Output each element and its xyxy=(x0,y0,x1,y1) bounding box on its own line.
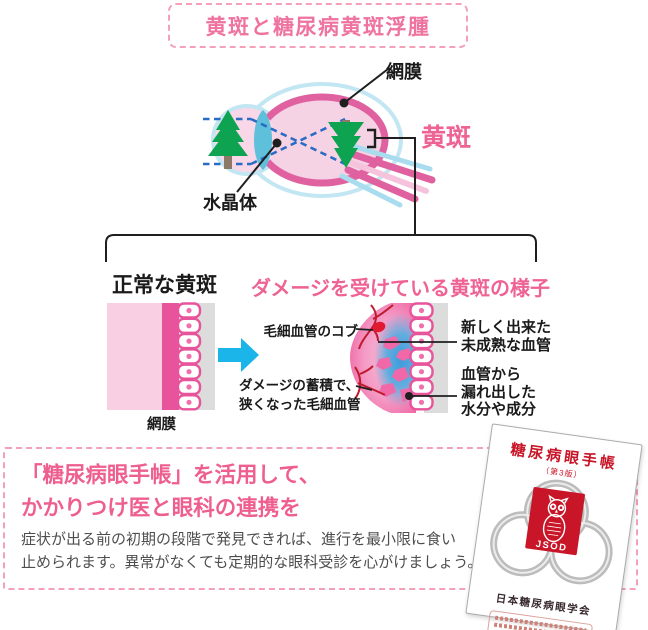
damaged-macula-diagram xyxy=(350,302,457,413)
jsod-logo-text: JSOD xyxy=(535,539,568,554)
lens-label: 水晶体 xyxy=(203,193,257,213)
capillary-bump-label: 毛細血管のコブ xyxy=(263,324,359,339)
eye-handbook-booklet: 糖尿病眼手帳 （第3版） JSO xyxy=(465,423,643,630)
macula-label: 黄斑 xyxy=(421,124,472,152)
normal-macula-diagram xyxy=(107,302,215,411)
advice-box: 「糖尿病眼手帳」を活用して、 かかりつけ医と眼科の連携を 症状が出る前の初期の段… xyxy=(3,447,638,590)
macula-connector-line xyxy=(375,137,416,235)
owl-icon xyxy=(542,494,569,543)
narrowed-label-line2: 狭くなった毛細血管 xyxy=(239,397,361,412)
capillary-bump-icon xyxy=(372,321,386,333)
optic-nerve-icon xyxy=(339,144,436,208)
advice-body-line1: 症状が出る前の初期の段階で発見できれば、進行を最小限に食い xyxy=(21,531,457,548)
panel-leader-lines xyxy=(355,328,457,397)
advice-body-line2: 止められます。異常がなくても定期的な眼科受診を心がけましょう。 xyxy=(21,554,483,571)
new-vessels-line2: 未成熟な血管 xyxy=(461,337,552,354)
advice-heading: 「糖尿病眼手帳」を活用して、 かかりつけ医と眼科の連携を xyxy=(21,459,320,525)
damaged-macula-heading: ダメージを受けている黄斑の様子 xyxy=(251,278,550,300)
retina-label: 網膜 xyxy=(386,62,422,82)
panel-bracket xyxy=(105,234,537,262)
new-vessels-line1: 新しく出来た xyxy=(461,319,552,336)
advice-body: 症状が出る前の初期の段階で発見できれば、進行を最小限に食い 止められます。異常が… xyxy=(21,528,482,574)
normal-macula-heading: 正常な黄斑 xyxy=(112,274,217,297)
narrowed-capillary-label: ダメージの蓄積で、 狭くなった毛細血管 xyxy=(239,376,361,414)
leakage-line2: 漏れ出した xyxy=(461,383,537,401)
title-badge: 黄斑と糖尿病黄斑浮腫 xyxy=(168,3,468,48)
lens-leader-line xyxy=(236,142,278,193)
advice-heading-line2: かかりつけ医と眼科の連携を xyxy=(21,496,301,520)
new-vessels-label: 新しく出来た 未成熟な血管 xyxy=(461,319,551,355)
damaged-capillaries xyxy=(354,304,394,400)
booklet-logo-rings: JSOD xyxy=(490,479,613,585)
leakage-line3: 水分や成分 xyxy=(461,401,537,418)
eye-cross-section-icon xyxy=(105,68,537,262)
advice-heading-line1: 「糖尿病眼手帳」を活用して、 xyxy=(21,463,321,487)
arrow-right-icon xyxy=(218,338,259,372)
narrowed-label-line1: ダメージの蓄積で、 xyxy=(239,378,360,393)
leakage-line1: 血管から xyxy=(461,366,522,383)
inverted-tree-icon xyxy=(328,120,364,168)
leakage-label: 血管から 漏れ出した 水分や成分 xyxy=(461,366,536,419)
panel-retina-label: 網膜 xyxy=(147,417,176,433)
title-text: 黄斑と糖尿病黄斑浮腫 xyxy=(205,15,431,39)
jsod-red-square xyxy=(525,486,585,556)
retina-leader-line xyxy=(343,68,389,104)
tree-icon xyxy=(208,110,248,169)
